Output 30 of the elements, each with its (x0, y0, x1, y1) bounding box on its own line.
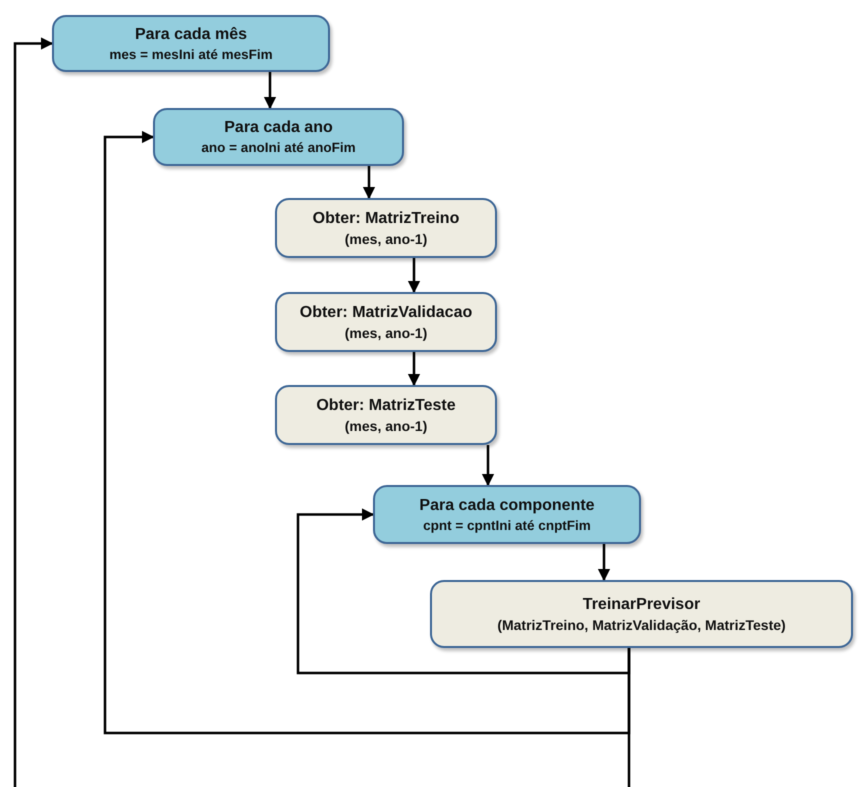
arrow (104, 130, 630, 734)
box-title: Para cada ano (224, 119, 333, 137)
arrow (296, 508, 630, 674)
box-subtitle: (mes, ano-1) (344, 230, 428, 246)
box-subtitle: (mes, ano-1) (344, 418, 428, 434)
arrow (408, 352, 420, 386)
arrow (598, 544, 610, 582)
arrow (362, 166, 376, 200)
process-box (275, 292, 497, 352)
arrow (408, 258, 420, 294)
loop-box (153, 108, 404, 166)
box-subtitle: (MatrizTreino, MatrizValidação, MatrizTeste) (497, 616, 786, 632)
box-subtitle: mes = mesIni até mesFim (109, 46, 273, 62)
box-subtitle: (mes, ano-1) (344, 324, 428, 340)
loop-box (373, 485, 641, 544)
process-box (275, 385, 497, 445)
loop-box (52, 15, 330, 72)
box-title: Obter: MatrizTeste (316, 396, 456, 414)
arrow (264, 72, 276, 110)
process-box (430, 580, 853, 648)
box-title: Para cada componente (419, 496, 595, 514)
box-title: TreinarPrevisor (582, 596, 700, 614)
process-box (275, 198, 497, 258)
box-title: Para cada mês (134, 26, 248, 44)
box-subtitle: cpnt = cpntIni até cnptFim (423, 518, 591, 532)
box-title: Obter: MatrizValidacao (300, 304, 472, 322)
arrow (14, 37, 630, 787)
box-title: Obter: MatrizTreino (312, 210, 460, 228)
arrow (482, 445, 494, 486)
box-subtitle: ano = anoIni até anoFim (201, 140, 356, 155)
